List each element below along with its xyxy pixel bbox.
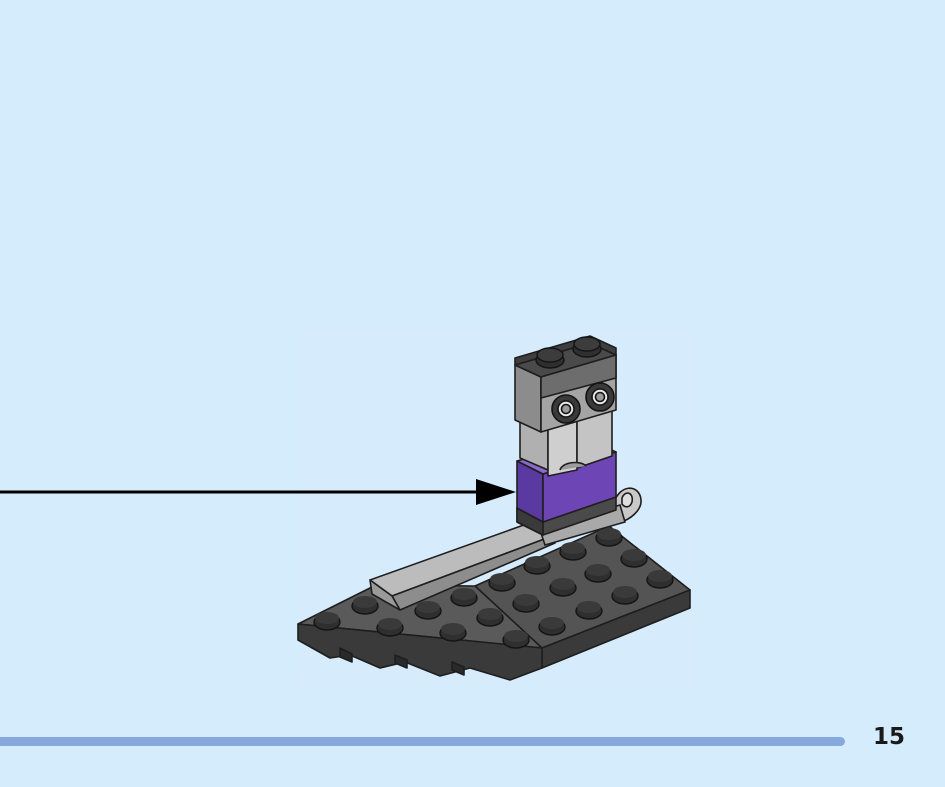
page-progress-bar: [0, 737, 845, 746]
grey-tile: [369, 520, 556, 611]
top-studs: [535, 336, 602, 369]
arrow-right-icon: [0, 479, 516, 505]
stud-tops: [315, 528, 672, 642]
eye-studs: [551, 382, 615, 424]
page-number: 15: [872, 724, 905, 750]
